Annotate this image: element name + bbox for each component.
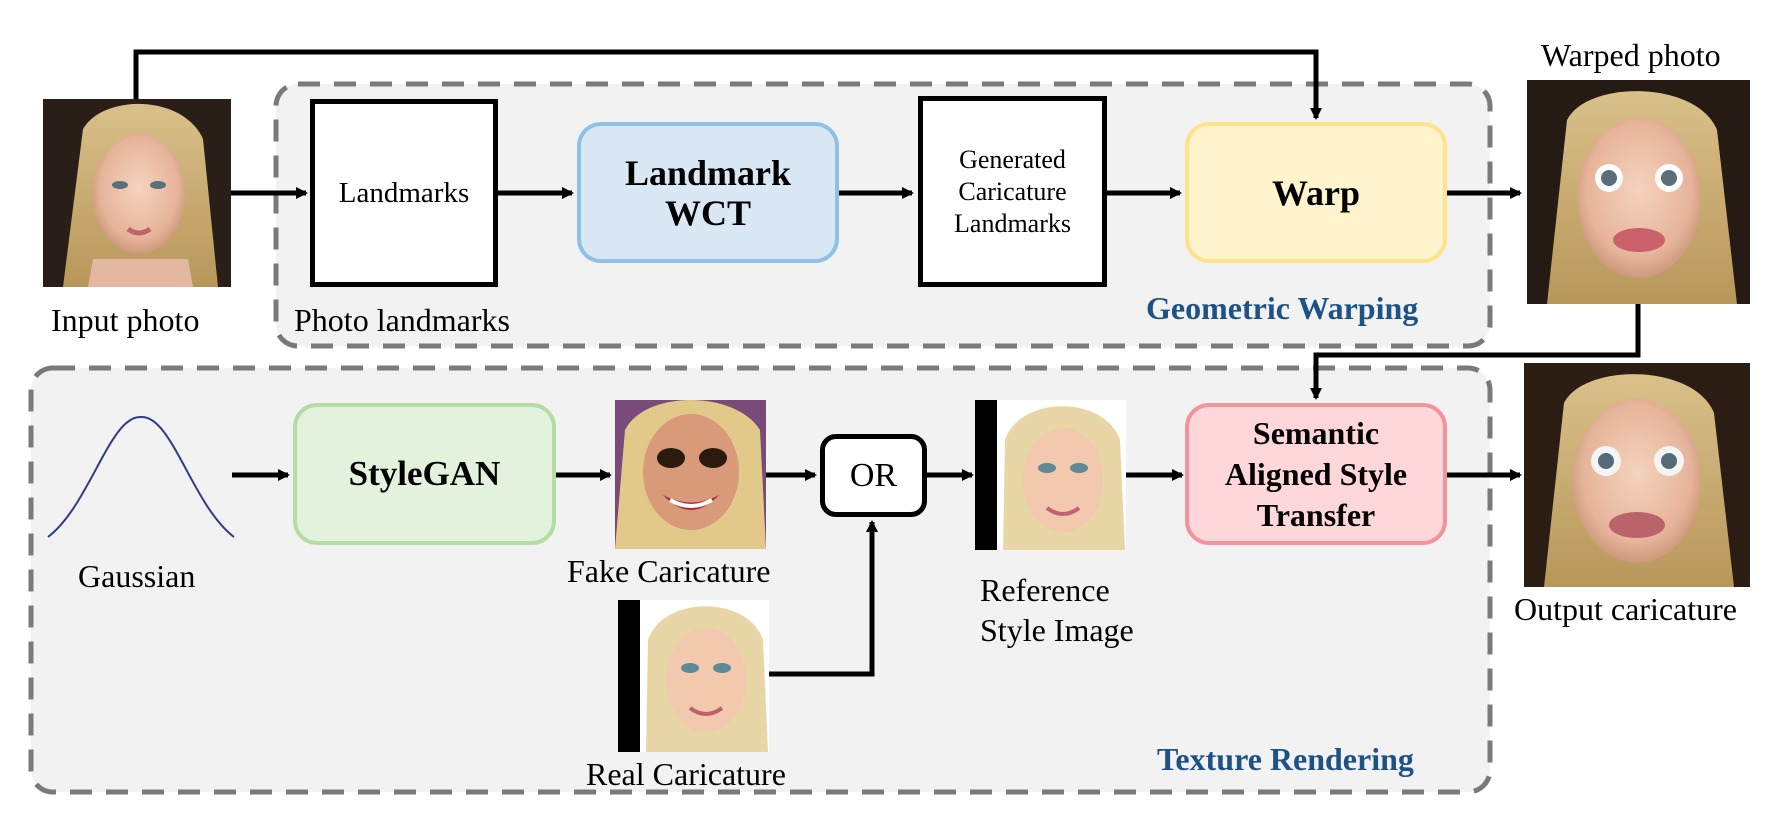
- reference-style-image: [975, 400, 1126, 550]
- semantic-aligned-style-transfer-block: Semantic Aligned Style Transfer: [1185, 403, 1447, 545]
- or-block: OR: [820, 434, 927, 517]
- arrow-skip-input-to-warp: [133, 49, 1322, 120]
- stylegan-label: StyleGAN: [348, 454, 501, 493]
- generated-landmarks-box: Generated Caricature Landmarks: [918, 96, 1107, 287]
- or-label: OR: [849, 456, 898, 494]
- warp-block: Warp: [1185, 122, 1447, 263]
- warped-photo: [1527, 80, 1750, 304]
- output-caricature: [1524, 363, 1750, 587]
- geometric-warping-title: Geometric Warping: [1146, 290, 1419, 326]
- gaussian-label: Gaussian: [78, 558, 196, 594]
- warped-photo-label: Warped photo: [1541, 37, 1721, 73]
- semantic-label: Semantic Aligned Style Transfer: [1224, 414, 1408, 533]
- landmarks-box-label: Landmarks: [338, 176, 470, 209]
- warp-label: Warp: [1271, 172, 1360, 213]
- arrow-real-to-or: [768, 520, 878, 677]
- landmark-wct-label: Landmark WCT: [624, 152, 792, 233]
- arrow-warped-to-semantic: [1310, 303, 1641, 400]
- real-caricature-label: Real Caricature: [586, 756, 786, 792]
- landmark-wct-block: Landmark WCT: [577, 122, 839, 263]
- stylegan-block: StyleGAN: [293, 403, 556, 545]
- gaussian-curve: [47, 415, 235, 538]
- landmarks-box: Landmarks: [310, 99, 498, 287]
- fake-caricature-image: [615, 400, 766, 549]
- input-photo-label: Input photo: [51, 302, 200, 338]
- real-caricature-image: [618, 600, 769, 752]
- generated-landmarks-label: Generated Caricature Landmarks: [954, 144, 1071, 238]
- output-caricature-label: Output caricature: [1514, 591, 1737, 627]
- reference-style-image-label: Reference Style Image: [980, 572, 1134, 648]
- photo-landmarks-label: Photo landmarks: [294, 302, 510, 338]
- texture-rendering-title: Texture Rendering: [1157, 741, 1414, 777]
- input-photo: [43, 99, 231, 287]
- fake-caricature-label: Fake Caricature: [567, 553, 771, 589]
